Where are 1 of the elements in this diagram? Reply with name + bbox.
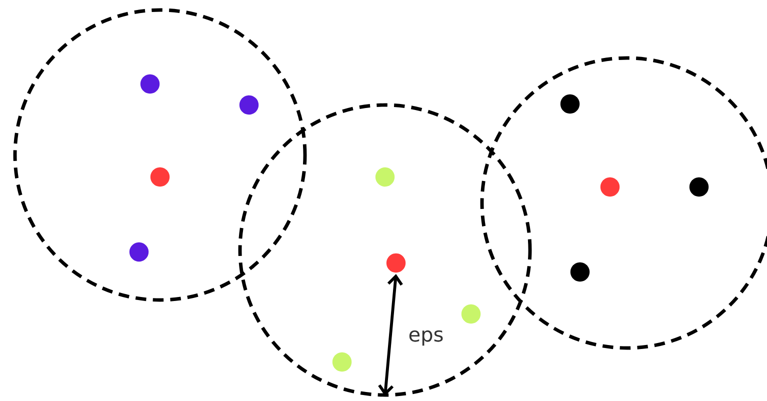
- dimension-label: eps: [409, 330, 443, 346]
